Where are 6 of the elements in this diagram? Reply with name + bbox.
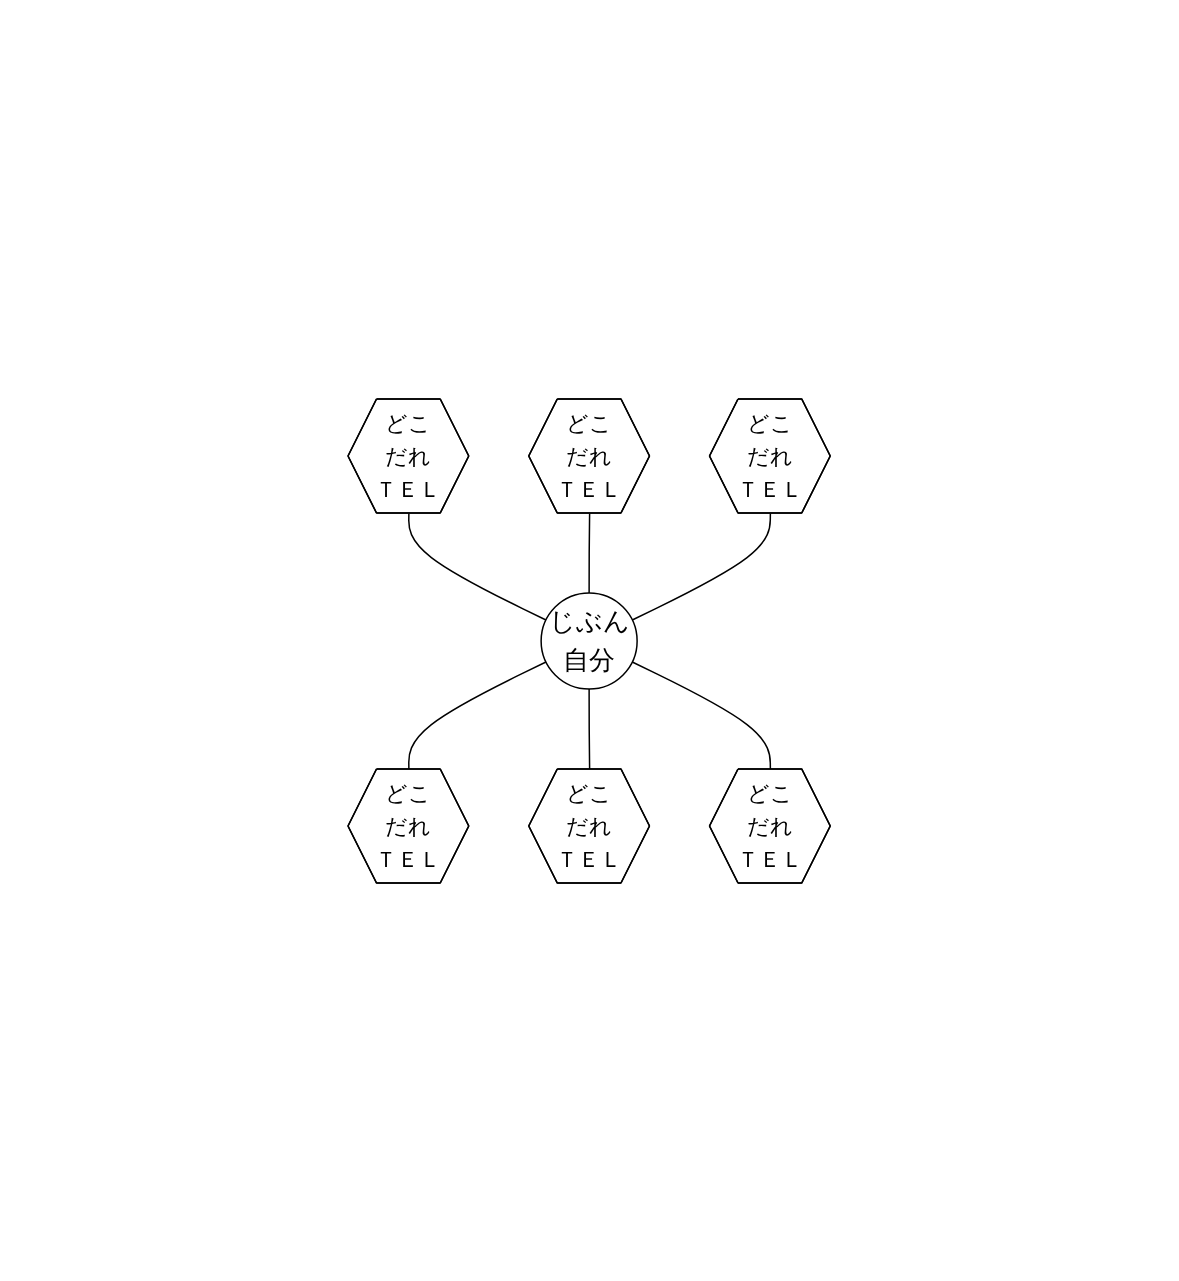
connector (588, 687, 591, 770)
node-circle: じぶん 自分 (540, 591, 639, 690)
connector (631, 512, 772, 621)
connector (588, 512, 591, 594)
connector (631, 660, 772, 770)
connector (408, 512, 548, 621)
